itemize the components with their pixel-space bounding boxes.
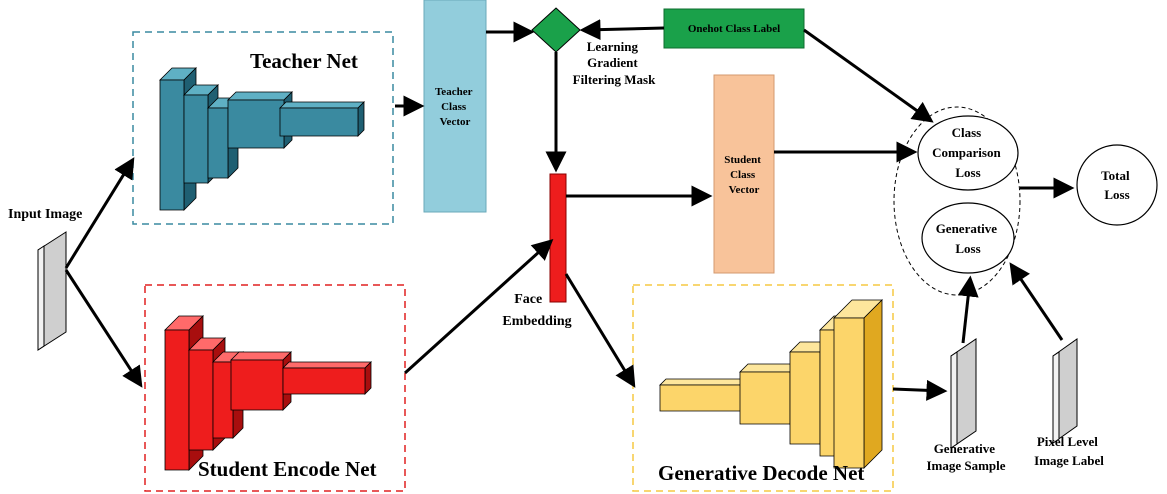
loss-group-ellipse [893,106,1021,296]
student-encode-net-box [144,284,406,492]
generative-decode-net-layers [659,299,883,469]
student-layer-block [230,351,292,411]
teacher-class-vector-bar [423,0,487,213]
teacher-net-layers [159,67,365,211]
student-layer-block [282,361,372,395]
generative-decode-net-title: Generative Decode Net [658,461,864,485]
decode-layer-block [739,363,799,425]
class-comparison-loss-label: Class Comparison Loss [932,125,1004,180]
generative-image-sample [950,338,977,449]
total-loss-node [1076,144,1158,226]
arrow-decoder-to-sample [892,379,948,401]
arrow-sample-to-generative-loss [957,275,979,344]
generative-decode-net-box [632,284,894,492]
face-embedding-label: Face Embedding [502,292,571,329]
arrow-student-to-embedding [403,238,554,375]
filtering-mask-label: Learning Gradient Filtering Mask [573,39,656,87]
arrow-onehot-to-mask [579,19,665,41]
pixel-level-image-label [1052,338,1078,444]
onehot-class-label-box [663,8,805,49]
teacher-class-vector-label: Teacher Class Vector [435,86,475,128]
arrow-input-to-teacher [64,157,135,269]
flow-arrows [64,19,1075,401]
generative-image-sample-label: Generative Image Sample [926,441,1005,473]
arrow-label-to-generative-loss [1009,262,1064,341]
arrow-onehot-to-class-loss [803,28,934,123]
student-encode-net-layers [164,315,372,471]
input-image [37,231,67,351]
onehot-class-label-text: Onehot Class Label [688,23,780,35]
generative-loss-node [921,202,1015,274]
input-image-label: Input Image [8,207,82,222]
filtering-mask-diamond [531,7,581,53]
decode-layer-block [659,378,749,412]
total-loss-label: Total Loss [1101,168,1133,202]
arrow-input-to-student [64,269,143,388]
student-encode-net-title: Student Encode Net [198,457,377,481]
student-class-vector-label: Student Class Vector [724,154,763,196]
teacher-net-title: Teacher Net [250,49,358,73]
generative-loss-label: Generative Loss [936,221,1001,256]
teacher-layer-block [279,101,365,137]
arrow-embedding-to-decoder [564,273,636,388]
teacher-net-box [132,31,394,225]
decode-layer-block [833,299,883,469]
face-embedding-bar [549,173,567,303]
class-comparison-loss-node [917,115,1019,191]
student-class-vector-bar [713,74,775,274]
pixel-level-image-label-text: Pixel Level Image Label [1034,434,1104,468]
